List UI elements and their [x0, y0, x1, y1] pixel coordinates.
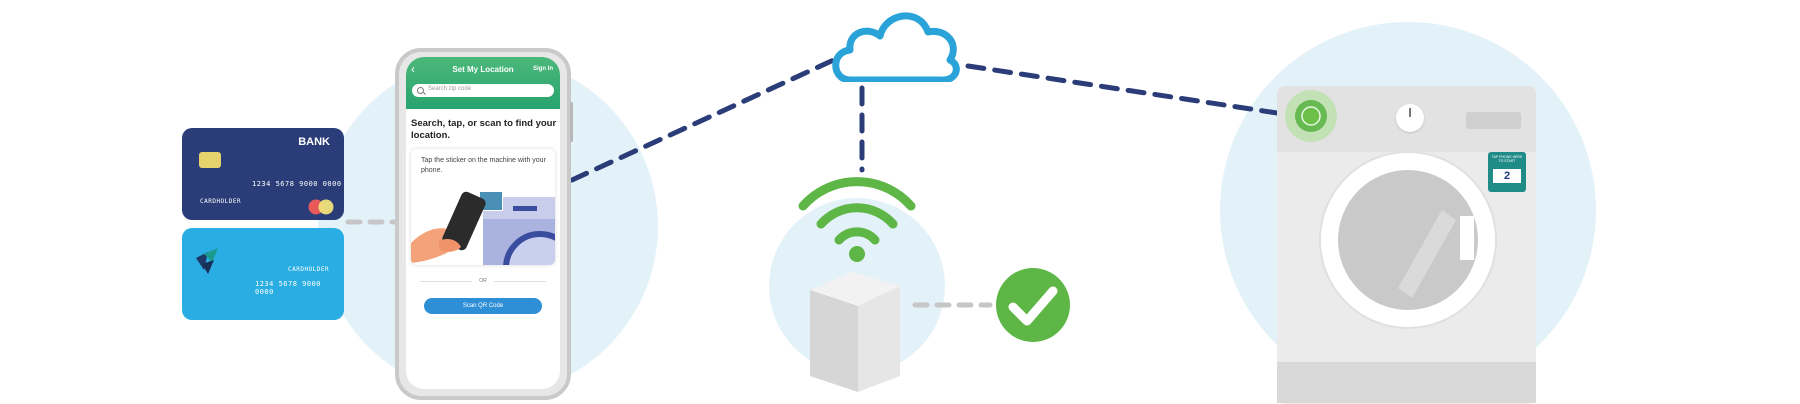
washer-base — [1277, 362, 1536, 403]
card-holder-name: CARDHOLDER — [200, 198, 242, 205]
card-brand-logo-icon — [196, 248, 218, 274]
washer-nfc-sticker: TAP PHONE HERE TO START 2 — [1488, 152, 1526, 192]
tap-instruction-text: Tap the sticker on the machine with your… — [421, 157, 546, 174]
cloud-icon — [832, 12, 960, 82]
card-bank-label: BANK — [298, 136, 330, 148]
washer-door-handle — [1460, 216, 1474, 260]
hand-holding-phone-illustration — [411, 191, 486, 263]
card-chip-icon — [199, 152, 221, 168]
mini-washer-door — [503, 231, 555, 265]
washer-dial-knob — [1396, 104, 1424, 132]
phone-to-cloud-link — [569, 55, 841, 183]
card-network-logo-icon — [308, 199, 334, 215]
sticker-top-text: TAP PHONE HERE TO START — [1491, 155, 1523, 163]
sign-in-link[interactable]: Sign In — [533, 66, 553, 72]
sticker-badge: 2 — [1493, 169, 1521, 183]
router-device — [810, 272, 900, 392]
zip-search-input[interactable]: Search zip code — [412, 84, 554, 97]
card-number: 1234 5678 9000 0000 — [255, 280, 322, 296]
washer-display — [1466, 112, 1521, 129]
location-headline: Search, tap, or scan to find your locati… — [411, 118, 557, 141]
or-label: OR — [479, 278, 487, 284]
cloud-to-washer-link — [965, 63, 1293, 118]
search-icon — [417, 87, 424, 94]
checkmark-icon — [996, 268, 1070, 342]
bank-credit-card: BANK 1234 5678 9000 0000 CARDHOLDER — [182, 128, 344, 220]
card-number: 1234 5678 9000 0000 — [252, 180, 342, 188]
scan-qr-button[interactable]: Scan QR Code — [424, 298, 542, 314]
phone-side-button — [570, 102, 573, 142]
search-placeholder: Search zip code — [428, 86, 472, 92]
app-header: ‹ Set My Location Sign In Search zip cod… — [406, 57, 560, 109]
or-divider-right — [494, 281, 546, 282]
or-divider-left — [420, 281, 472, 282]
tap-sticker-card[interactable]: Tap the sticker on the machine with your… — [411, 149, 555, 265]
card-holder-name: CARDHOLDER — [288, 266, 330, 273]
power-button-icon — [1285, 90, 1337, 142]
wifi-icon — [798, 177, 916, 262]
back-chevron-icon[interactable]: ‹ — [411, 62, 415, 76]
washer-door-reflection — [1398, 210, 1456, 298]
blue-debit-card: CARDHOLDER 1234 5678 9000 0000 — [182, 228, 344, 320]
app-header-title: Set My Location — [452, 65, 514, 74]
phone-screen: ‹ Set My Location Sign In Search zip cod… — [406, 57, 560, 389]
